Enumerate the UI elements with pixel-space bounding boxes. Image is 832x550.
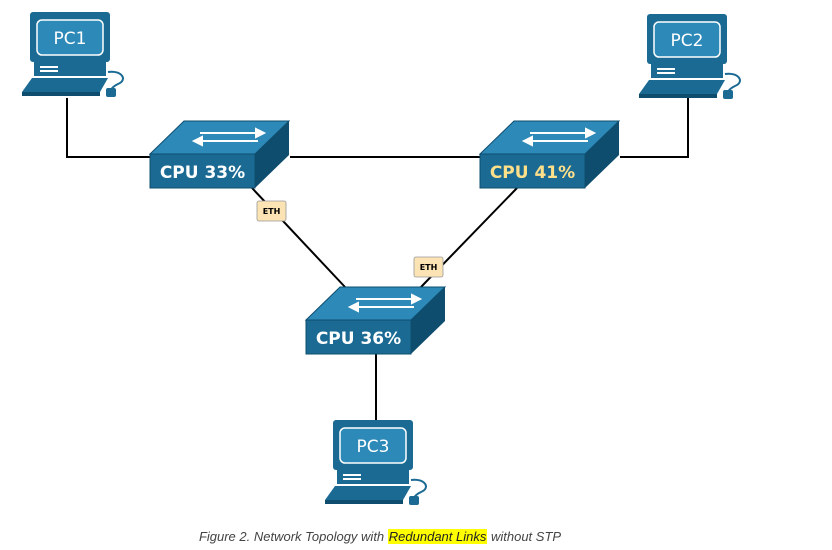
- eth-tag-2-label: ETH: [420, 263, 438, 272]
- switch-1-cpu-label: CPU 33%: [160, 163, 245, 183]
- eth-tag-1-label: ETH: [263, 207, 281, 216]
- network-switch-icon: [304, 286, 447, 355]
- pc-2: PC2: [639, 14, 741, 99]
- caption-suffix: without STP: [487, 529, 562, 544]
- desktop-computer-icon: [22, 12, 124, 97]
- switch-3: CPU 36%: [304, 286, 447, 355]
- switch-1: CPU 33%: [148, 120, 291, 189]
- pc-1-label: PC1: [54, 29, 87, 49]
- pc-1: PC1: [22, 12, 124, 97]
- pc-3-label: PC3: [357, 437, 390, 457]
- switch-2: CPU 41%: [478, 120, 621, 189]
- figure-caption: Figure 2. Network Topology with Redundan…: [0, 529, 760, 544]
- caption-highlight: Redundant Links: [387, 529, 488, 544]
- link-pc1-switch1: [66, 98, 152, 158]
- link-pc2-switch2: [620, 98, 689, 158]
- switch-3-cpu-label: CPU 36%: [316, 329, 401, 349]
- switch-2-cpu-label: CPU 41%: [490, 163, 575, 183]
- pc-3: PC3: [325, 420, 427, 505]
- pc-2-label: PC2: [671, 31, 704, 51]
- caption-prefix: Figure 2. Network Topology with: [198, 529, 388, 544]
- desktop-computer-icon: [639, 14, 741, 99]
- eth-tag-1: ETH: [256, 200, 287, 222]
- network-switch-icon: [478, 120, 621, 189]
- eth-tag-2: ETH: [413, 256, 444, 278]
- desktop-computer-icon: [325, 420, 427, 505]
- network-switch-icon: [148, 120, 291, 189]
